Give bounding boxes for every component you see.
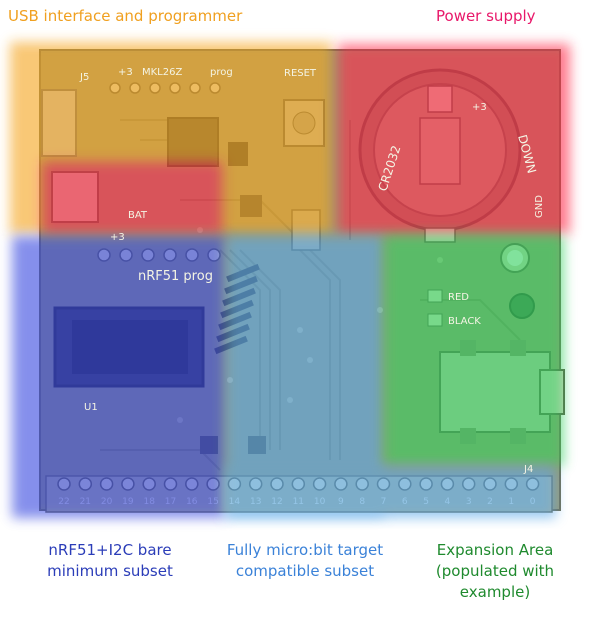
compat-caption-line1: Fully micro:bit target [210,540,400,561]
silk-mkl26z: MKL26Z [142,67,182,78]
expansion-caption-line2: (populated with [410,561,580,582]
power-region-lower [42,162,222,234]
silk-plus3-batt: +3 [472,102,487,113]
silk-nrf51-prog: nRF51 prog [138,269,213,284]
silk-bat: BAT [128,210,148,221]
silk-prog: prog [210,67,233,78]
bare-caption-line2: minimum subset [30,561,190,582]
expansion-caption: Expansion Area (populated with example) [410,540,580,603]
silk-red: RED [448,292,469,303]
silk-u1: U1 [84,402,98,413]
bare-caption-line1: nRF51+I2C bare [30,540,190,561]
silk-plus3-top: +3 [118,67,133,78]
compat-region-bottom [226,466,556,518]
silk-plus3-mid: +3 [110,232,125,243]
silk-j5: J5 [79,72,89,83]
expansion-region [384,236,564,466]
bare-caption: nRF51+I2C bare minimum subset [30,540,190,582]
overlay-regions [10,42,570,518]
silk-j4: J4 [523,464,533,475]
expansion-caption-line3: example) [410,582,580,603]
compat-caption: Fully micro:bit target compatible subset [210,540,400,582]
compat-caption-line2: compatible subset [210,561,400,582]
silk-black: BLACK [448,316,481,327]
silk-reset: RESET [284,68,317,79]
silk-gnd: GND [534,195,545,218]
expansion-caption-line1: Expansion Area [410,540,580,561]
